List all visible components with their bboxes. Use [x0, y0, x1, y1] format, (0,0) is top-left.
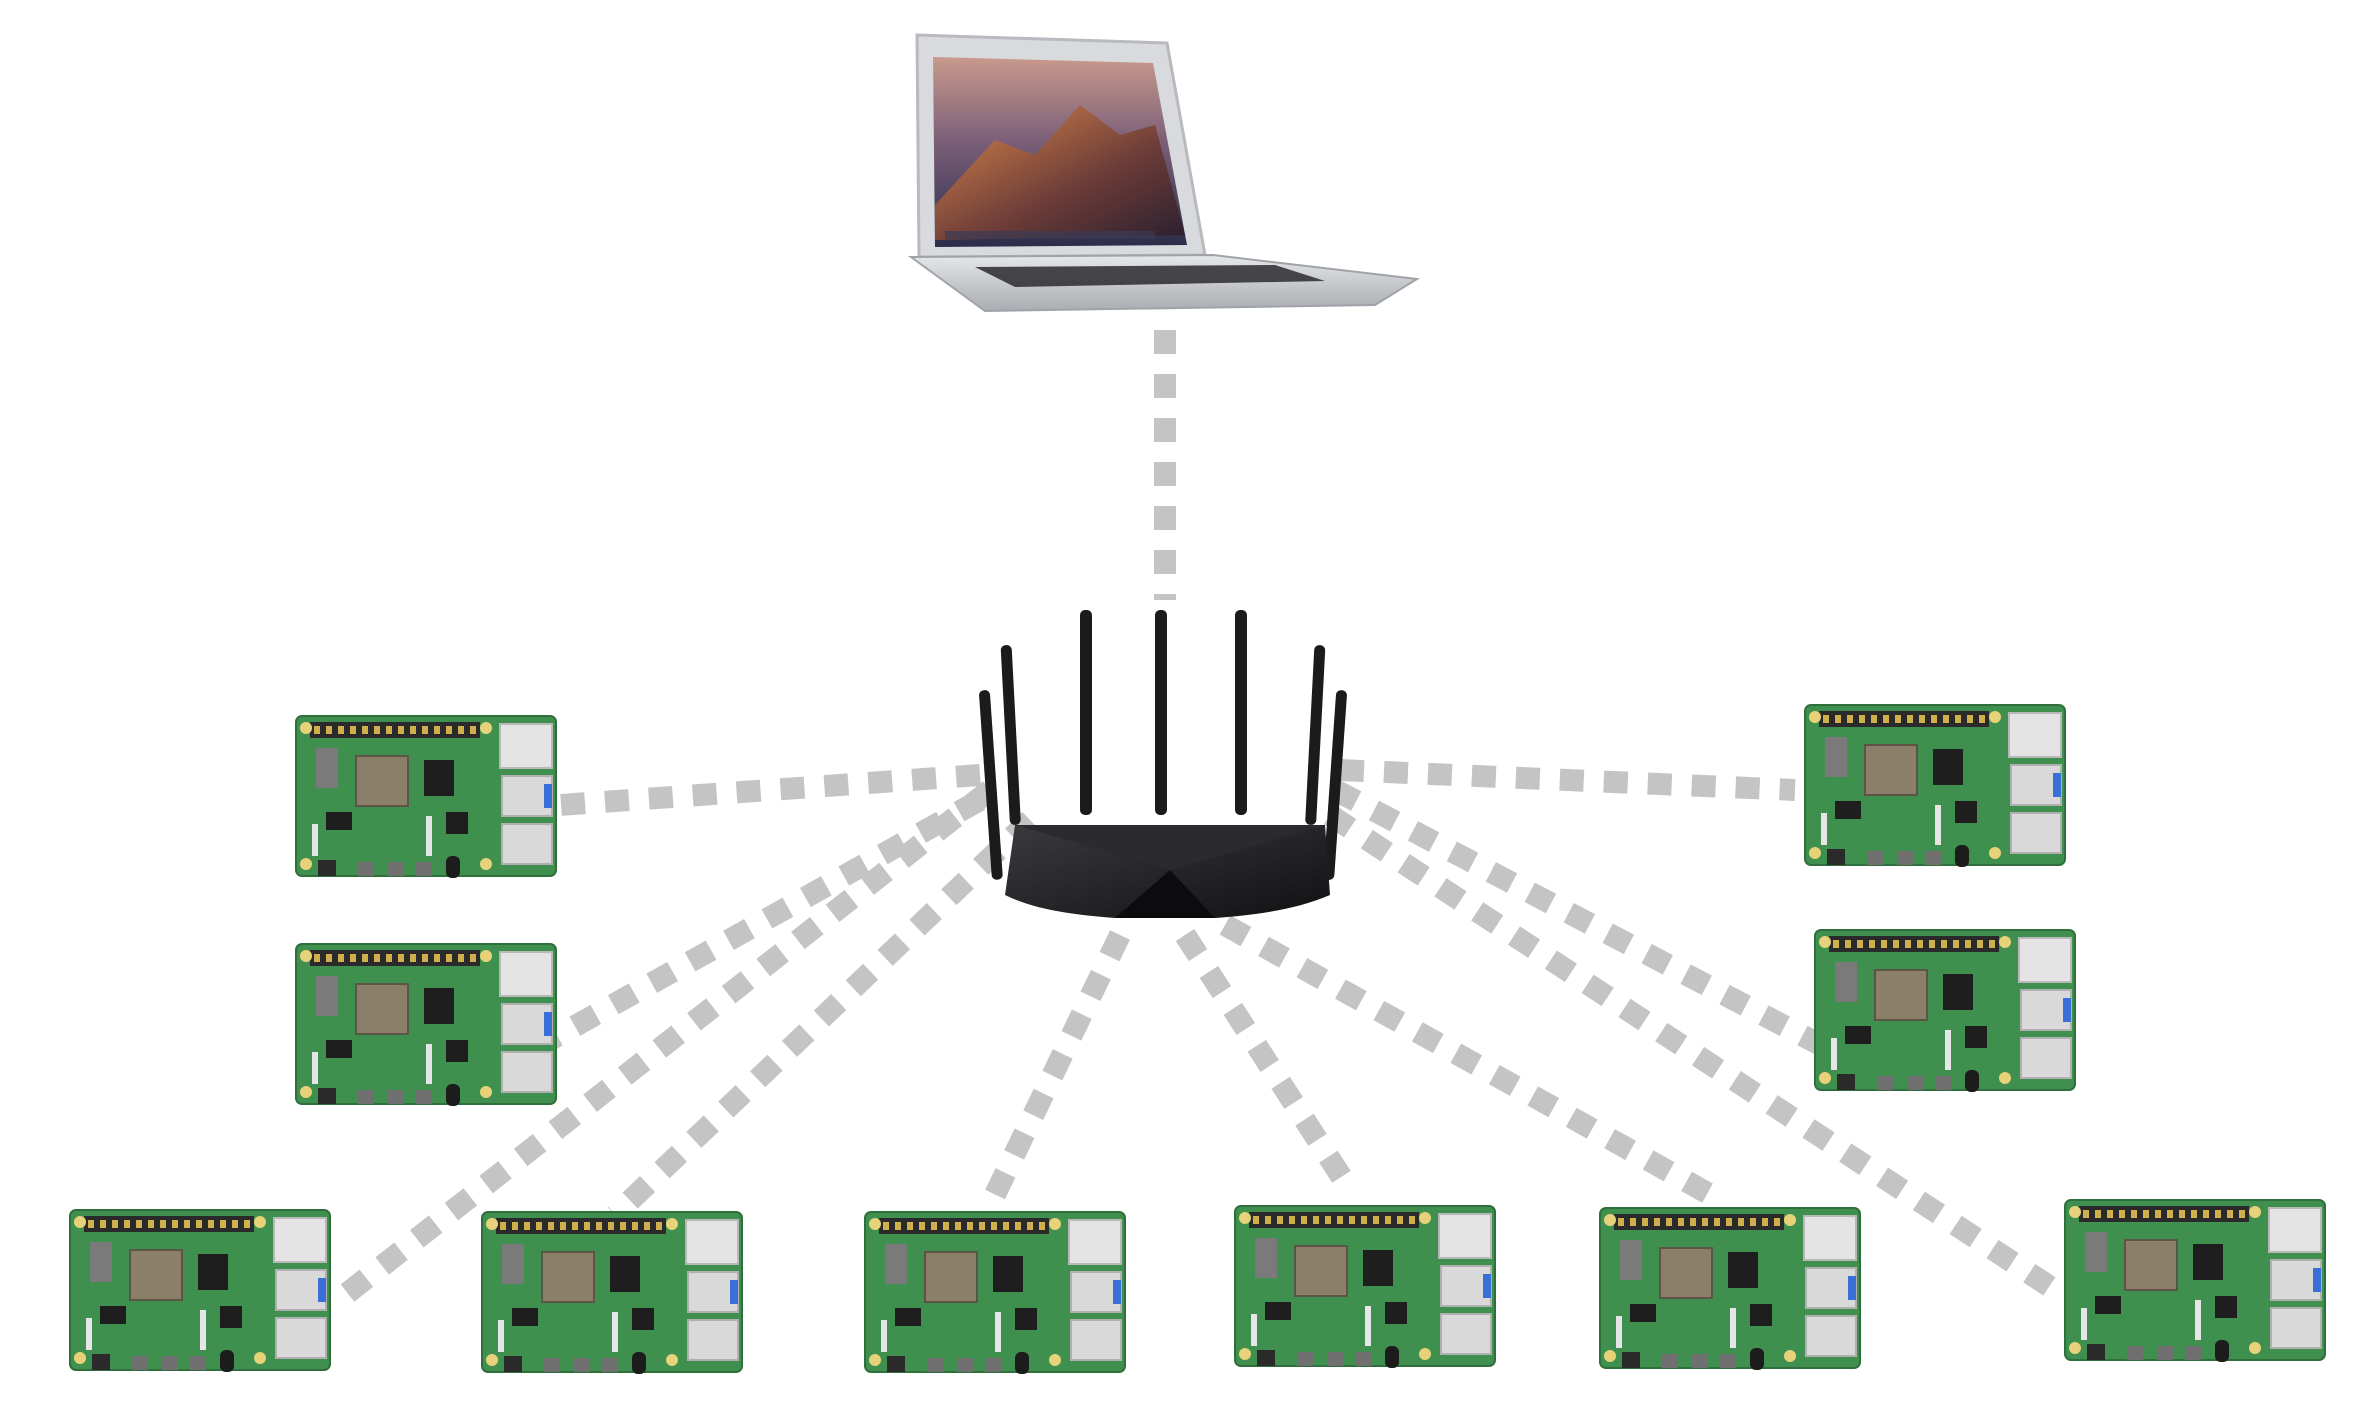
raspberry-pi-icon	[295, 715, 557, 879]
boards-layer	[69, 704, 2326, 1375]
raspberry-pi-icon	[2064, 1199, 2326, 1363]
links-layer	[338, 330, 2062, 1304]
raspberry-pi-icon	[1814, 929, 2076, 1093]
link-router-pi-5	[980, 930, 1130, 1210]
raspberry-pi-icon	[481, 1211, 743, 1375]
raspberry-pi-icon	[1234, 1205, 1496, 1369]
link-router-pi-4	[607, 812, 1038, 1223]
link-router-pi-7	[1219, 915, 1726, 1210]
router-icon	[979, 610, 1347, 918]
raspberry-pi-icon	[1599, 1207, 1861, 1371]
raspberry-pi-icon	[864, 1211, 1126, 1375]
link-router-pi-10	[1329, 780, 1836, 1060]
link-router-pi-3	[338, 781, 997, 1304]
link-router-pi-2	[544, 790, 986, 1050]
link-router-pi-6	[1175, 929, 1360, 1196]
link-router-pi-8	[1323, 805, 2062, 1300]
link-router-pi-9	[1339, 759, 1796, 801]
laptop-icon	[907, 33, 1420, 313]
link-router-pi-1	[559, 764, 981, 816]
raspberry-pi-icon	[295, 943, 557, 1107]
raspberry-pi-icon	[69, 1209, 331, 1373]
raspberry-pi-icon	[1804, 704, 2066, 868]
